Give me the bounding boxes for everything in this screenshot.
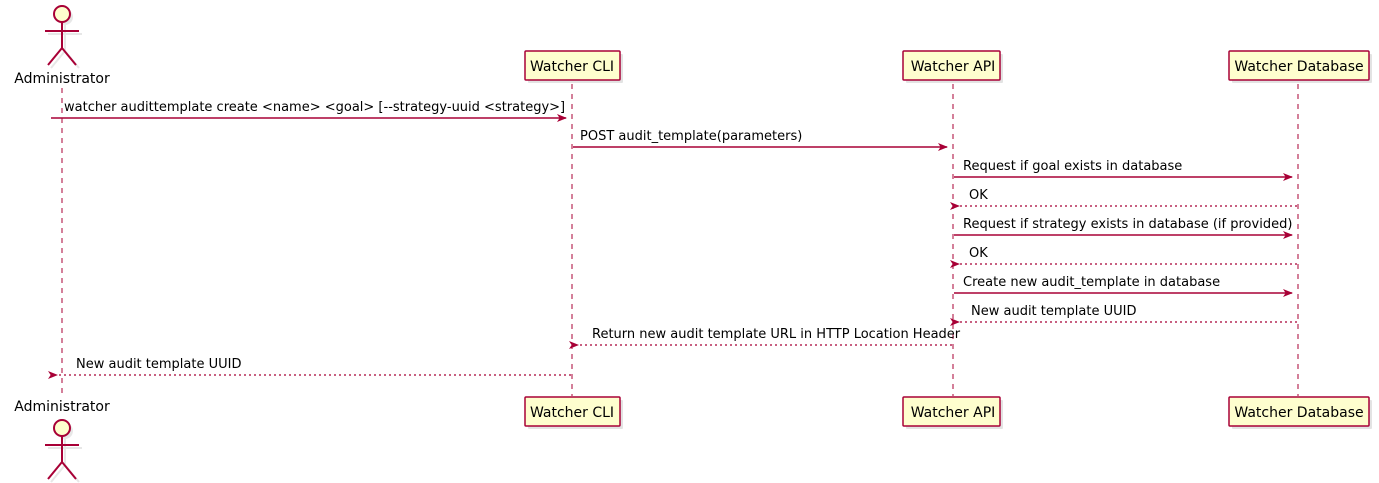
participant-label-watcher-database-bottom: Watcher Database [1234, 405, 1363, 421]
message-5-api-to-db[interactable]: Request if strategy exists in database (… [954, 217, 1293, 239]
message-label: POST audit_template(parameters) [580, 129, 802, 144]
participant-box[interactable] [1228, 50, 1370, 81]
actor-administrator-top[interactable]: Administrator [14, 5, 110, 87]
message-label: Return new audit template URL in HTTP Lo… [592, 327, 961, 342]
message-3-api-to-db[interactable]: Request if goal exists in database [954, 159, 1293, 181]
actor-leg-left-bottom [47, 461, 63, 480]
participant-box[interactable] [1228, 396, 1370, 427]
participant-label-watcher-api-top: Watcher API [911, 59, 996, 75]
participant-box[interactable] [524, 50, 621, 81]
participant-watcher-api-top[interactable]: Watcher API [902, 50, 1003, 83]
participant-watcher-database-top[interactable]: Watcher Database [1228, 50, 1372, 83]
participant-box[interactable] [902, 50, 1001, 81]
message-label: Request if goal exists in database [963, 159, 1182, 174]
message-label: OK [969, 188, 988, 203]
message-label: New audit template UUID [971, 304, 1136, 319]
message-2-cli-to-api[interactable]: POST audit_template(parameters) [573, 129, 948, 151]
message-label: Create new audit_template in database [963, 275, 1220, 290]
participant-watcher-api-bottom[interactable]: Watcher API [902, 396, 1003, 429]
message-label: OK [969, 246, 988, 261]
actor-label-administrator-top: Administrator [14, 71, 110, 87]
actor-leg-left [47, 47, 63, 66]
message-4-db-to-api-ok[interactable]: OK [950, 188, 1297, 210]
message-label: New audit template UUID [76, 357, 241, 372]
message-9-api-to-cli[interactable]: Return new audit template URL in HTTP Lo… [569, 327, 961, 349]
actor-head-icon-bottom [53, 419, 71, 437]
message-label: watcher audittemplate create <name> <goa… [64, 100, 565, 115]
message-6-db-to-api-ok[interactable]: OK [950, 246, 1297, 268]
participant-watcher-database-bottom[interactable]: Watcher Database [1228, 396, 1372, 429]
message-1-admin-to-cli[interactable]: watcher audittemplate create <name> <goa… [51, 100, 567, 122]
participant-watcher-cli-top[interactable]: Watcher CLI [524, 50, 623, 83]
actor-leg-right-bottom [61, 461, 77, 480]
participant-watcher-cli-bottom[interactable]: Watcher CLI [524, 396, 623, 429]
participant-label-watcher-api-bottom: Watcher API [911, 405, 996, 421]
actor-label-administrator-bottom: Administrator [14, 399, 110, 415]
participant-label-watcher-cli-top: Watcher CLI [530, 59, 614, 75]
message-label: Request if strategy exists in database (… [963, 217, 1292, 232]
participant-box[interactable] [902, 396, 1001, 427]
message-7-api-to-db-create[interactable]: Create new audit_template in database [954, 275, 1293, 297]
participant-label-watcher-database-top: Watcher Database [1234, 59, 1363, 75]
actor-head-icon [53, 5, 71, 23]
message-8-db-to-api-uuid[interactable]: New audit template UUID [950, 304, 1297, 326]
message-10-cli-to-admin[interactable]: New audit template UUID [48, 357, 571, 379]
participant-label-watcher-cli-bottom: Watcher CLI [530, 405, 614, 421]
participant-box[interactable] [524, 396, 621, 427]
actor-administrator-bottom[interactable]: Administrator [14, 399, 110, 483]
actor-leg-right [61, 47, 77, 66]
